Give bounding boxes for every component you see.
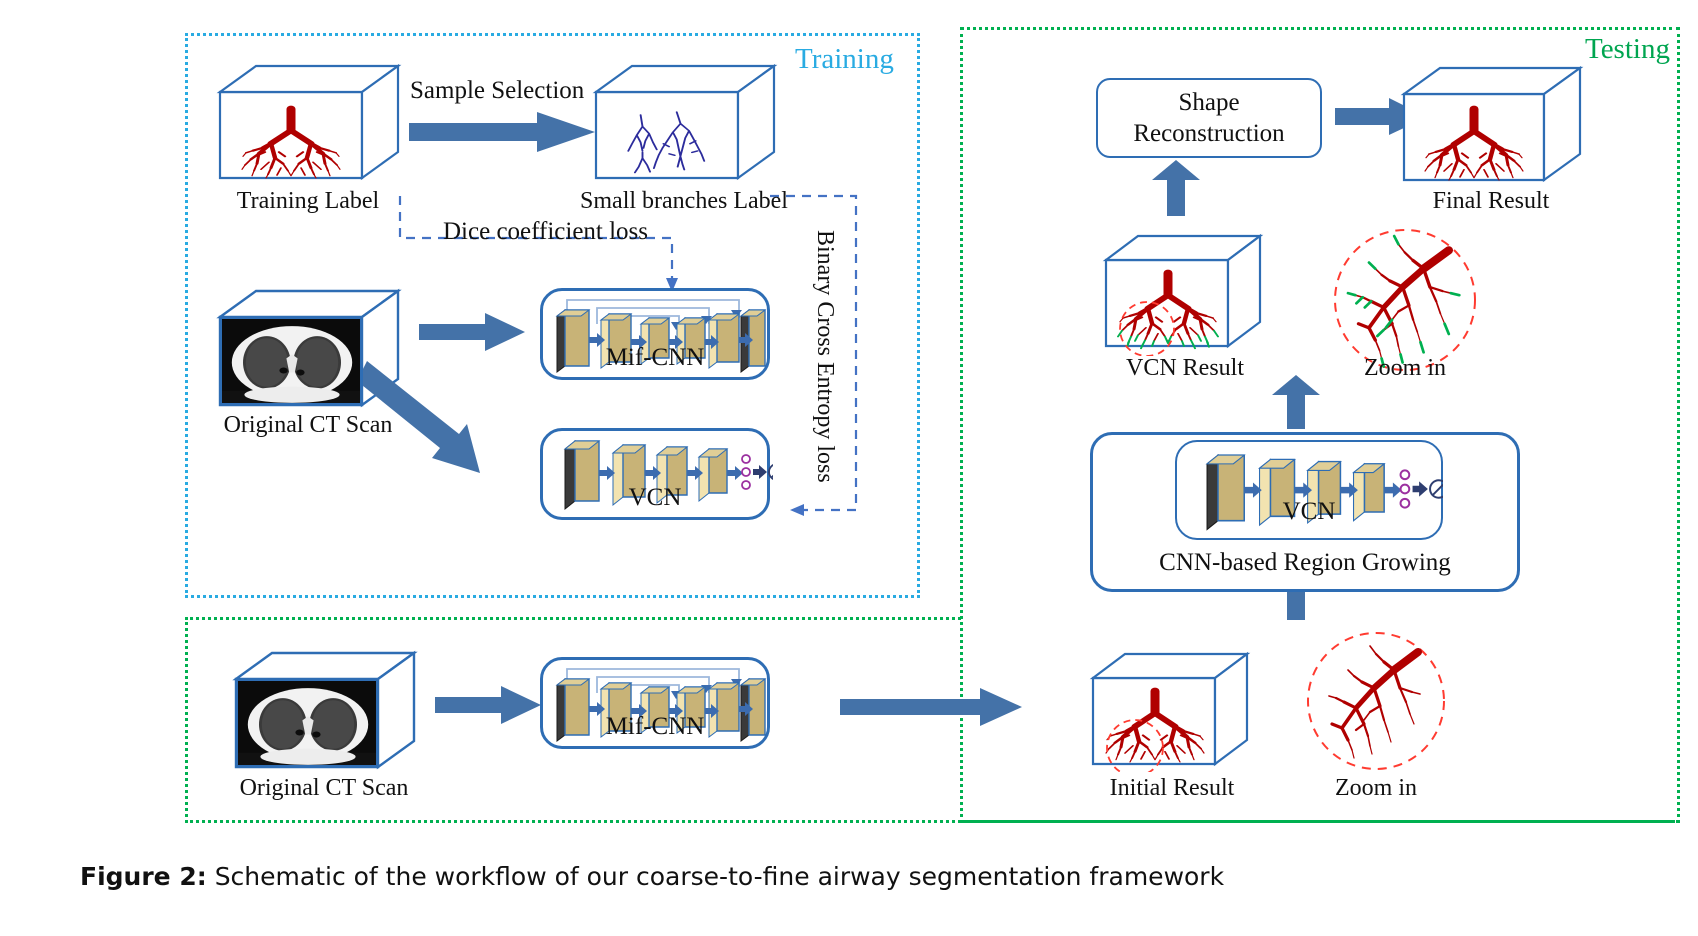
testing-mifcnn-label: Mif-CNN	[605, 713, 705, 740]
ct-to-vcn-arrow-icon	[363, 361, 480, 473]
region-growing-label: CNN-based Region Growing	[1159, 549, 1451, 576]
training-vcn-label: VCN	[628, 484, 682, 511]
sample-selection-label: Sample Selection	[410, 77, 585, 104]
testing-panel-label: Testing	[1585, 33, 1670, 65]
mifcnn-to-initial-arrow-icon	[840, 688, 1022, 726]
initial-result-cube	[1087, 648, 1257, 772]
vcnresult-to-shapereconstruction-arrow-icon	[1152, 160, 1200, 216]
dice-loss-label: Dice coefficient loss	[443, 218, 649, 245]
small-branches-cube	[588, 60, 780, 185]
zoom-in-initial-caption: Zoom in	[1335, 775, 1417, 801]
training-label-caption: Training Label	[236, 188, 380, 214]
mifcnn-network-icon	[555, 299, 767, 373]
shape-reconstruction-line1: Shape	[1178, 88, 1240, 116]
vcn-result-caption: VCN Result	[1125, 355, 1244, 381]
training-mifcnn-label: Mif-CNN	[605, 344, 705, 371]
vcn-network-icon-2	[1205, 453, 1443, 531]
shape-reconstruction-box[interactable]: Shape Reconstruction	[1096, 78, 1322, 158]
bce-loss-label: Binary Cross Entropy loss	[812, 230, 838, 483]
figure-caption: Figure 2: Schematic of the workflow of o…	[80, 862, 1224, 891]
zoom-in-vcn-caption: Zoom in	[1364, 355, 1446, 381]
initial-result-caption: Initial Result	[1109, 775, 1235, 801]
sample-selection-arrow-icon	[409, 112, 595, 152]
testing-vcn-label: VCN	[1282, 498, 1336, 525]
testing-ct-cube	[228, 645, 420, 775]
crossed-circle-icon-2	[1429, 479, 1443, 499]
figure-caption-text: Schematic of the workflow of our coarse-…	[214, 862, 1225, 891]
ct-to-mifcnn-arrow-icon	[419, 313, 525, 351]
vcn-network-icon	[563, 439, 773, 511]
training-label-cube	[212, 60, 404, 185]
training-panel	[185, 33, 920, 598]
training-vcn-box[interactable]	[540, 428, 773, 520]
region-growing-to-vcnresult-arrow-icon	[1272, 375, 1320, 429]
testing-panel-bottom	[185, 617, 1680, 823]
testing-ct-caption: Original CT Scan	[239, 775, 409, 801]
training-ct-caption: Original CT Scan	[223, 412, 393, 438]
testing-mifcnn-box[interactable]	[540, 657, 770, 749]
zoom-in-initial-circle	[1296, 628, 1456, 774]
small-branches-caption: Small branches Label	[580, 188, 788, 214]
mifcnn-network-icon-2	[555, 668, 767, 742]
crossed-circle-icon	[768, 464, 773, 480]
figure-caption-label: Figure 2:	[80, 862, 207, 891]
final-result-cube	[1396, 62, 1586, 188]
final-result-caption: Final Result	[1432, 188, 1550, 214]
shape-reconstruction-line2: Reconstruction	[1133, 120, 1285, 147]
testing-panel-merge	[963, 614, 1677, 626]
vcn-result-cube	[1100, 228, 1270, 356]
testing-vcn-box[interactable]	[1175, 440, 1443, 540]
training-mifcnn-box[interactable]	[540, 288, 770, 380]
testing-ct-to-mifcnn-arrow-icon	[435, 686, 541, 724]
zoom-in-vcn-circle	[1320, 228, 1490, 378]
training-panel-label: Training	[795, 43, 894, 75]
